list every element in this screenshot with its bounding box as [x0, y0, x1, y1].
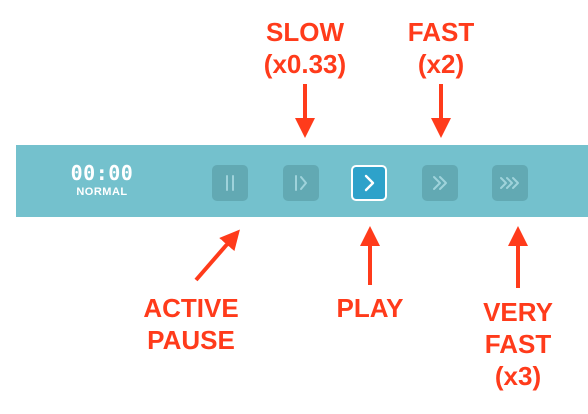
very-fast-annotation-line1: VERY [483, 297, 553, 327]
slow-annotation-rate: (x0.33) [263, 49, 347, 79]
speed-mode-label: NORMAL [76, 186, 128, 198]
slow-annotation: SLOW (x0.33) [250, 16, 360, 80]
fast-button[interactable] [422, 165, 458, 201]
pause-icon [226, 175, 234, 191]
very-fast-annotation-line2: FAST [484, 329, 552, 359]
play-annotation-title: PLAY [336, 293, 404, 323]
fast-annotation-title: FAST [407, 17, 475, 47]
active-pause-annotation-line1: ACTIVE [143, 293, 239, 323]
very-fast-annotation-rate: (x3) [494, 361, 542, 391]
fast-annotation: FAST (x2) [396, 16, 486, 80]
slow-annotation-title: SLOW [266, 17, 344, 47]
double-chevron-icon [433, 176, 447, 190]
active-pause-arrow [194, 229, 240, 282]
very-fast-button[interactable] [492, 165, 528, 201]
clock-time: 00:00 [70, 161, 134, 185]
fast-annotation-rate: (x2) [417, 49, 465, 79]
very-fast-annotation: VERY FAST (x3) [468, 296, 568, 392]
playback-control-bar: 00:00 NORMAL [16, 145, 588, 217]
active-pause-annotation: ACTIVE PAUSE [126, 292, 256, 356]
play-button[interactable] [351, 165, 387, 201]
active-pause-annotation-line2: PAUSE [147, 325, 235, 355]
play-icon [364, 174, 375, 192]
active-pause-button[interactable] [212, 165, 248, 201]
triple-chevron-icon [500, 177, 519, 189]
play-annotation: PLAY [320, 292, 420, 324]
slow-button[interactable] [283, 165, 319, 201]
step-play-icon [295, 175, 307, 191]
game-clock: 00:00 NORMAL [64, 163, 140, 199]
